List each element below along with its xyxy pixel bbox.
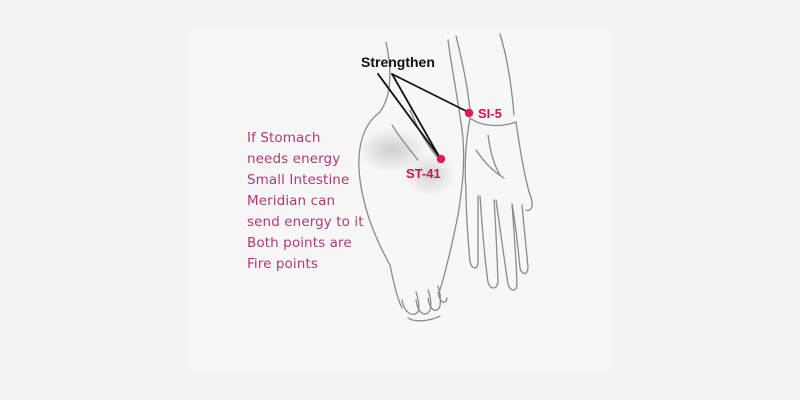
si5-point-marker <box>464 108 474 118</box>
st41-point-marker <box>436 154 446 164</box>
caption-line: needs energy <box>247 151 341 167</box>
caption-line: Both points are <box>247 235 352 251</box>
strengthen-heading: Strengthen <box>361 54 435 70</box>
hand-sketch <box>455 33 533 291</box>
leader-lines <box>377 73 469 159</box>
si5-point-label: SI-5 <box>478 106 502 121</box>
leader-line-to-st41-outer <box>377 73 441 159</box>
explanation-caption: If Stomach needs energy Small Intestine … <box>247 128 387 275</box>
caption-line: If Stomach <box>247 130 321 146</box>
caption-line: Small Intestine <box>247 172 350 188</box>
caption-line: Meridian can <box>247 193 336 209</box>
leader-line-to-si5 <box>391 73 469 113</box>
caption-line: send energy to it <box>247 214 364 230</box>
leader-line-to-st41-inner <box>391 73 441 159</box>
caption-line: Fire points <box>247 256 318 272</box>
st41-point-label: ST-41 <box>406 166 441 181</box>
illustration-panel <box>190 28 610 372</box>
